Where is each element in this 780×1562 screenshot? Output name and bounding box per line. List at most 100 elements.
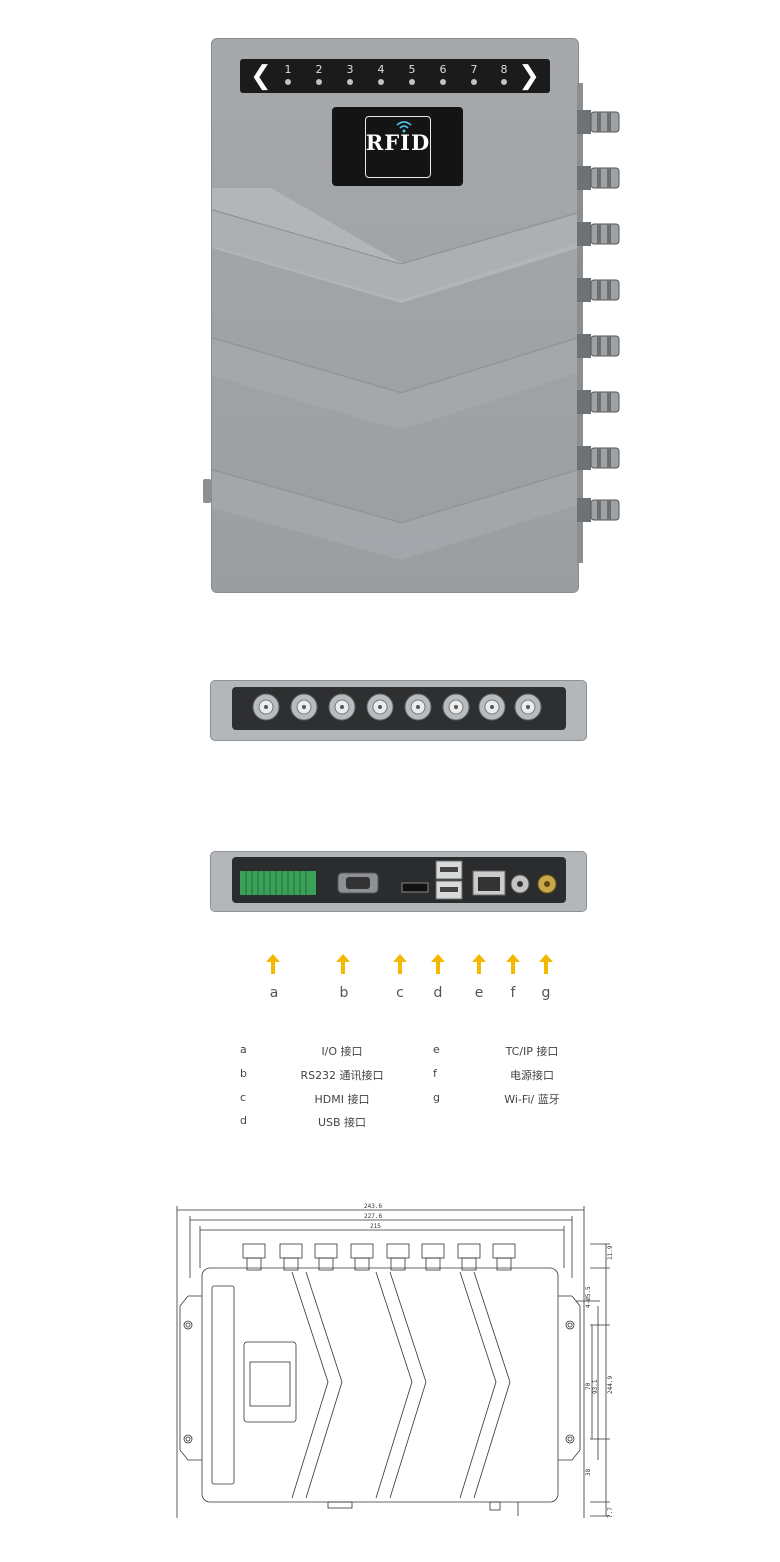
led-label: 6 bbox=[439, 63, 447, 76]
antenna-connector-7 bbox=[577, 446, 620, 470]
led-indicator-bar: ❮ ❯ 1 2 3 4 5 6 7 8 bbox=[240, 59, 550, 93]
led-8: 8 bbox=[494, 63, 514, 85]
legend-key: e bbox=[433, 1043, 440, 1056]
dim-hole-spec: 4-Ø5.5 bbox=[585, 1286, 592, 1308]
legend-value: TC/IP 接口 bbox=[505, 1045, 559, 1058]
port-letter-c: c bbox=[396, 985, 404, 1001]
antenna-connector-3 bbox=[577, 222, 620, 246]
led-label: 3 bbox=[346, 63, 354, 76]
led-dot bbox=[316, 79, 322, 85]
led-dot bbox=[440, 79, 446, 85]
led-4: 4 bbox=[371, 63, 391, 85]
legend-value: I/O 接口 bbox=[321, 1045, 363, 1058]
up-arrow-icon bbox=[431, 954, 445, 974]
led-dot bbox=[471, 79, 477, 85]
antenna-port-7 bbox=[478, 693, 506, 721]
port-letter-b: b bbox=[339, 985, 349, 1001]
led-dot bbox=[501, 79, 507, 85]
antenna-connector-6 bbox=[577, 390, 620, 414]
antenna-connectors-right bbox=[577, 110, 620, 522]
antenna-connector-5 bbox=[577, 334, 620, 358]
legend-value: Wi-Fi/ 蓝牙 bbox=[504, 1093, 560, 1106]
led-1: 1 bbox=[278, 63, 298, 85]
legend-value: 电源接口 bbox=[510, 1069, 554, 1082]
interface-ports-row bbox=[240, 860, 557, 900]
led-label: 1 bbox=[284, 63, 292, 76]
rfid-card-outline bbox=[365, 116, 431, 178]
led-dot bbox=[285, 79, 291, 85]
power-port bbox=[510, 874, 530, 894]
antenna-connector-1 bbox=[577, 110, 620, 134]
rfid-label-panel bbox=[332, 107, 463, 186]
led-5: 5 bbox=[402, 63, 422, 85]
antenna-port-4 bbox=[366, 693, 394, 721]
up-arrow-icon bbox=[539, 954, 553, 974]
up-arrow-icon bbox=[336, 954, 350, 974]
legend-key: a bbox=[240, 1043, 247, 1056]
led-label: 4 bbox=[377, 63, 385, 76]
port-letter-d: d bbox=[433, 985, 443, 1001]
side-connector bbox=[203, 479, 211, 503]
dim-93: 93.1 bbox=[592, 1379, 599, 1394]
dim-width-mid: 227.6 bbox=[364, 1213, 382, 1220]
up-arrow-icon bbox=[472, 954, 486, 974]
legend-key: g bbox=[433, 1091, 440, 1104]
port-letter-a: a bbox=[269, 985, 279, 1001]
led-label: 7 bbox=[470, 63, 478, 76]
antenna-port-8 bbox=[514, 693, 542, 721]
legend-key: c bbox=[240, 1091, 247, 1104]
dim-70: 70 bbox=[585, 1382, 592, 1390]
port-letter-g: g bbox=[541, 985, 551, 1001]
front-panel-graphics bbox=[211, 83, 583, 563]
led-3: 3 bbox=[340, 63, 360, 85]
up-arrow-icon bbox=[266, 954, 280, 974]
led-6: 6 bbox=[433, 63, 453, 85]
antenna-connector-2 bbox=[577, 166, 620, 190]
rs232-port bbox=[337, 872, 379, 894]
dim-width-total: 243.6 bbox=[364, 1203, 382, 1210]
port-letter-f: f bbox=[510, 985, 516, 1001]
legend-value: HDMI 接口 bbox=[314, 1093, 370, 1106]
ethernet-port bbox=[472, 870, 506, 896]
antenna-port-3 bbox=[328, 693, 356, 721]
dim-right-top: 11.9 bbox=[607, 1245, 614, 1260]
antenna-port-6 bbox=[442, 693, 470, 721]
antenna-port-2 bbox=[290, 693, 318, 721]
led-label: 2 bbox=[315, 63, 323, 76]
led-dot bbox=[378, 79, 384, 85]
wireless-signal-icon bbox=[396, 121, 412, 133]
dim-244: 244.9 bbox=[607, 1376, 614, 1394]
hdmi-port bbox=[401, 882, 429, 893]
legend-value: USB 接口 bbox=[317, 1116, 367, 1129]
port-letter-e: e bbox=[474, 985, 484, 1001]
antenna-port-panel bbox=[232, 687, 566, 730]
led-2: 2 bbox=[309, 63, 329, 85]
led-7: 7 bbox=[464, 63, 484, 85]
legend-key: b bbox=[240, 1067, 247, 1080]
dim-width-inner: 215 bbox=[370, 1223, 381, 1230]
chevron-left-icon: ❮ bbox=[250, 61, 272, 91]
antenna-port-5 bbox=[404, 693, 432, 721]
chevron-right-icon: ❯ bbox=[518, 61, 540, 91]
antenna-connector-8 bbox=[577, 498, 620, 522]
legend-key: d bbox=[240, 1114, 247, 1127]
antenna-ports-row bbox=[252, 693, 542, 721]
led-label: 5 bbox=[408, 63, 416, 76]
legend-key: f bbox=[433, 1067, 437, 1080]
usb-ports bbox=[435, 860, 463, 900]
led-label: 8 bbox=[500, 63, 508, 76]
io-terminal-block bbox=[240, 871, 316, 895]
rfid-logo-text: RFID bbox=[365, 130, 431, 155]
led-dot bbox=[409, 79, 415, 85]
dimension-drawing: 243.6 227.6 215 11.9 4-Ø5.5 70 93.1 244.… bbox=[176, 1203, 614, 1518]
up-arrow-icon bbox=[506, 954, 520, 974]
dim-38: 38 bbox=[585, 1468, 592, 1476]
up-arrow-icon bbox=[393, 954, 407, 974]
chevron-band-1 bbox=[212, 188, 578, 303]
wifi-antenna-port bbox=[537, 874, 557, 894]
antenna-connector-4 bbox=[577, 278, 620, 302]
antenna-port-1 bbox=[252, 693, 280, 721]
dim-bottom: 7.7 bbox=[607, 1507, 614, 1518]
led-dot bbox=[347, 79, 353, 85]
legend-value: RS232 通讯接口 bbox=[300, 1069, 384, 1082]
